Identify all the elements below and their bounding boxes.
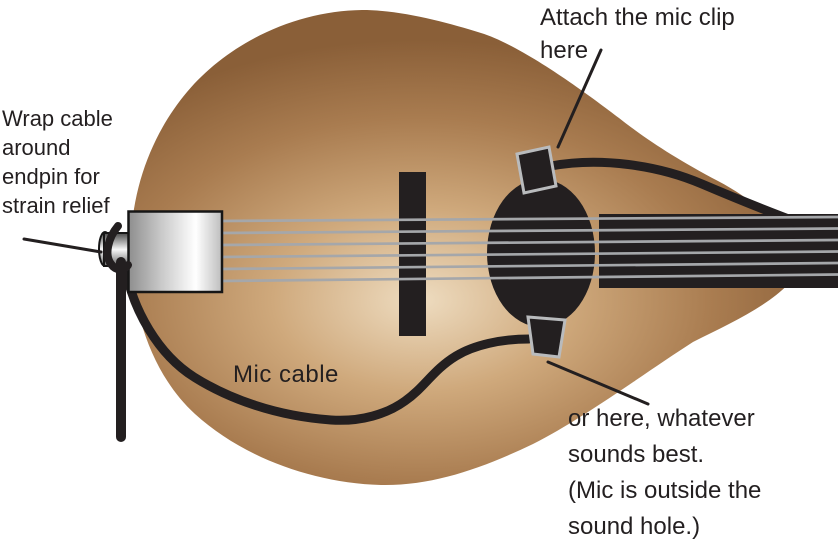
annotation-line: here [540,37,589,64]
mic-clip-top [515,145,558,195]
annotation-wrap-cable: Wrap cable around endpin for strain reli… [2,104,113,220]
annotation-attach-clip: Attach the mic clip here [540,1,735,67]
annotation-line: or here, whatever [568,405,755,432]
annotation-line: around [2,135,71,160]
mic-clip-bottom [526,315,567,359]
string-1 [219,215,838,223]
string-4 [219,250,838,259]
annotation-mic-cable: Mic cable [233,361,339,388]
mic-cable-bottom-icon [120,260,534,425]
string-3 [219,238,838,247]
string-6 [219,273,838,283]
mandolin-body [130,10,806,486]
tailpiece [127,210,224,294]
annotation-line: Attach the mic clip [540,4,735,31]
string-2 [219,227,838,235]
leader-line-endpin [22,237,103,254]
annotation-or-here: or here, whatever sounds best. (Mic is o… [568,401,761,541]
annotation-line: sound hole.) [568,513,701,540]
mic-cable-top-icon [546,157,807,229]
leader-line-bottom-clip [546,360,650,406]
annotation-line: Wrap cable [2,106,113,131]
string-5 [219,261,838,271]
leader-line-top-clip [556,48,603,149]
annotation-line: (Mic is outside the [568,477,762,504]
annotation-line: endpin for [2,164,100,189]
annotation-line: strain relief [2,193,110,218]
annotation-line: sounds best. [568,441,705,468]
strings [219,215,838,283]
